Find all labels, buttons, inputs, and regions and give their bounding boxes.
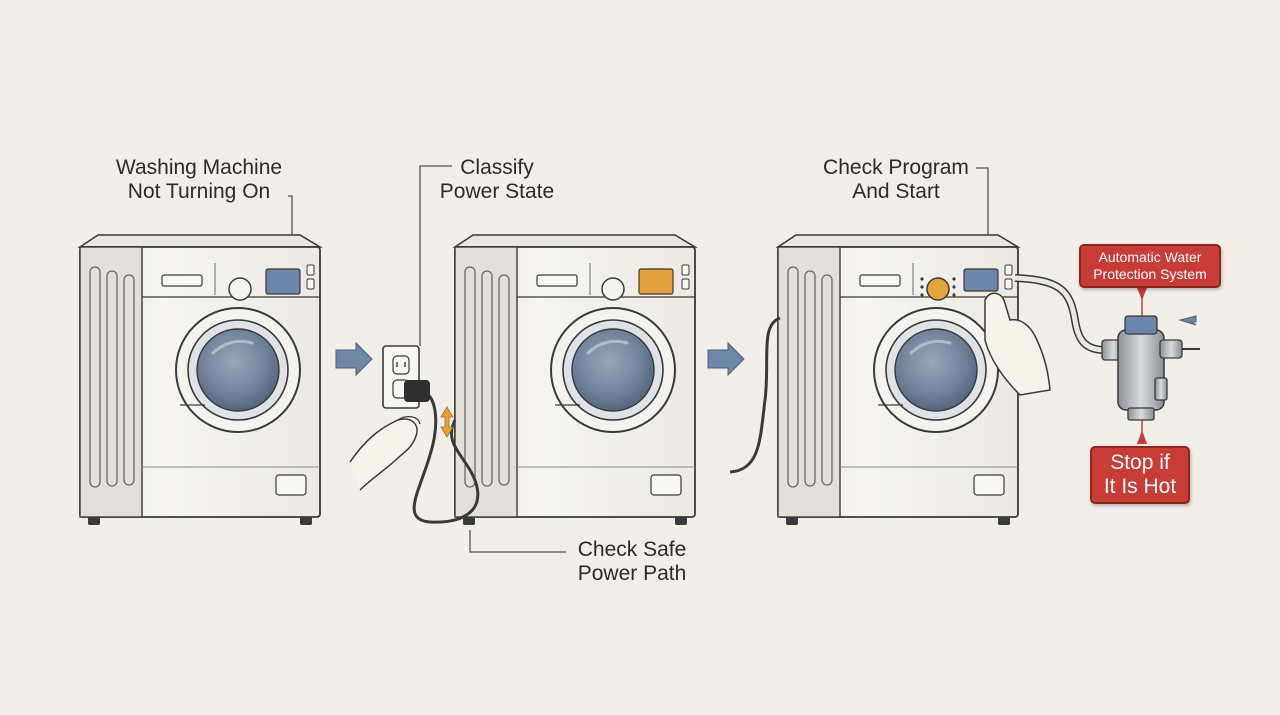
drain-hose	[729, 316, 781, 474]
stop-callout: Stop if It Is Hot	[1090, 446, 1190, 504]
protection-callout: Automatic Water Protection System	[1079, 244, 1221, 288]
hand-press	[984, 292, 1051, 396]
leader-step-2	[419, 165, 452, 346]
leader-step-1	[288, 195, 293, 236]
washer-3	[776, 233, 1020, 527]
step-2-label: Classify Power State	[439, 156, 555, 203]
arrow-2	[707, 341, 745, 377]
washer-1	[78, 233, 322, 527]
inflow-arrow-icon	[1178, 315, 1197, 326]
washer-1-display	[265, 268, 301, 295]
arrow-1	[335, 341, 373, 377]
step-4-label: Check Program And Start	[823, 156, 969, 203]
washer-2-display	[638, 268, 674, 295]
up-down-arrow-icon	[440, 406, 454, 438]
washer-1-dial	[228, 277, 252, 301]
step-1-label: Washing Machine Not Turning On	[115, 156, 283, 203]
washer-3-dial	[926, 277, 950, 301]
washer-2	[453, 233, 697, 527]
leader-step-3	[469, 530, 566, 553]
leader-step-4	[976, 167, 989, 236]
power-cable	[404, 380, 480, 524]
water-valve	[1101, 315, 1200, 421]
power-plug	[404, 380, 430, 402]
washer-3-display	[963, 268, 999, 292]
hand-plug	[349, 416, 421, 491]
washer-2-dial	[601, 277, 625, 301]
step-3-label: Check Safe Power Path	[577, 538, 687, 585]
